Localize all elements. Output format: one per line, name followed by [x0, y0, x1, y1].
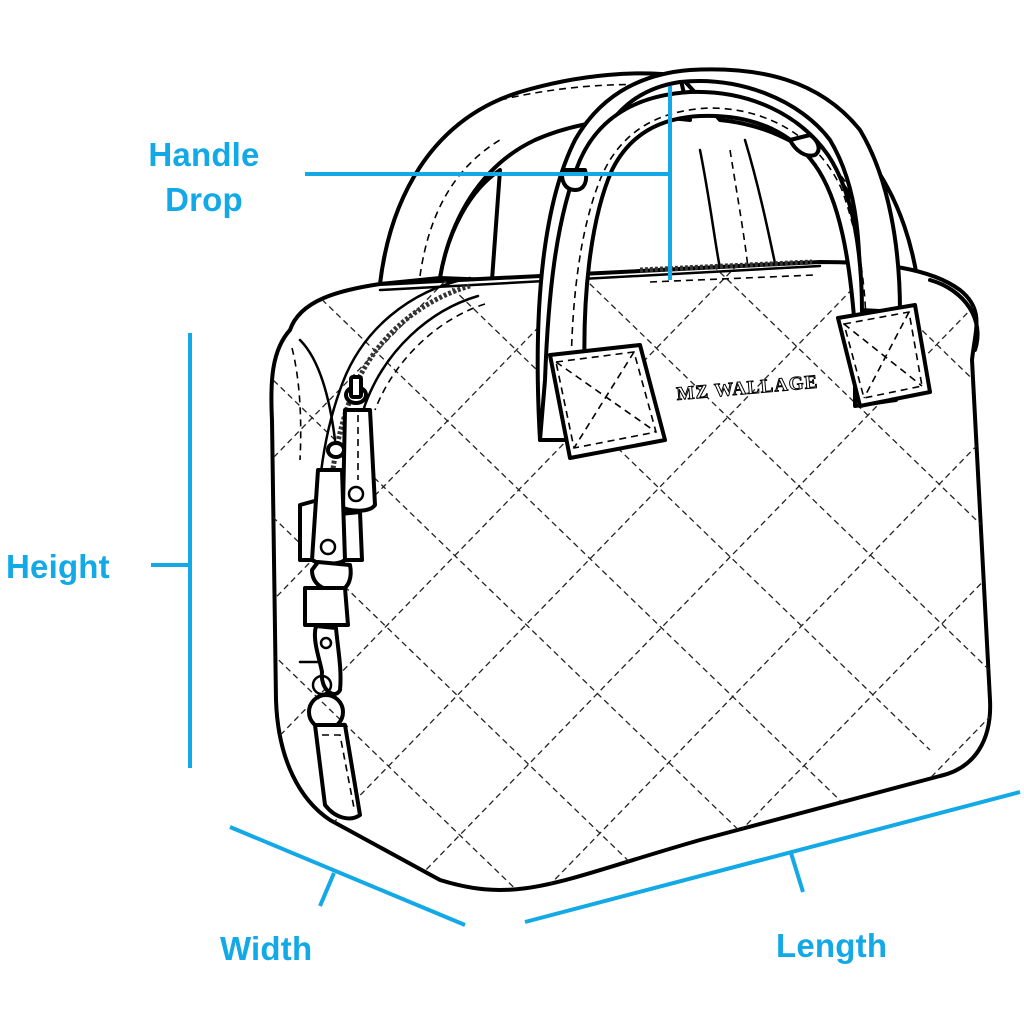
length-label: Length — [776, 927, 888, 964]
width-leader-line — [318, 872, 336, 907]
dimension-lines — [151, 86, 1021, 927]
length-measure-line — [524, 790, 1021, 924]
handle-drop-label-line2: Drop — [165, 180, 243, 218]
length-leader-line — [789, 852, 805, 893]
width-label: Width — [220, 930, 313, 967]
zipper-hardware — [298, 375, 377, 821]
height-label: Height — [6, 548, 110, 585]
handle-drop-label: Handle Drop — [140, 133, 268, 222]
width-measure-line — [229, 825, 466, 927]
handle-drop-label-line1: Handle — [148, 136, 260, 173]
front-handle — [535, 67, 932, 460]
